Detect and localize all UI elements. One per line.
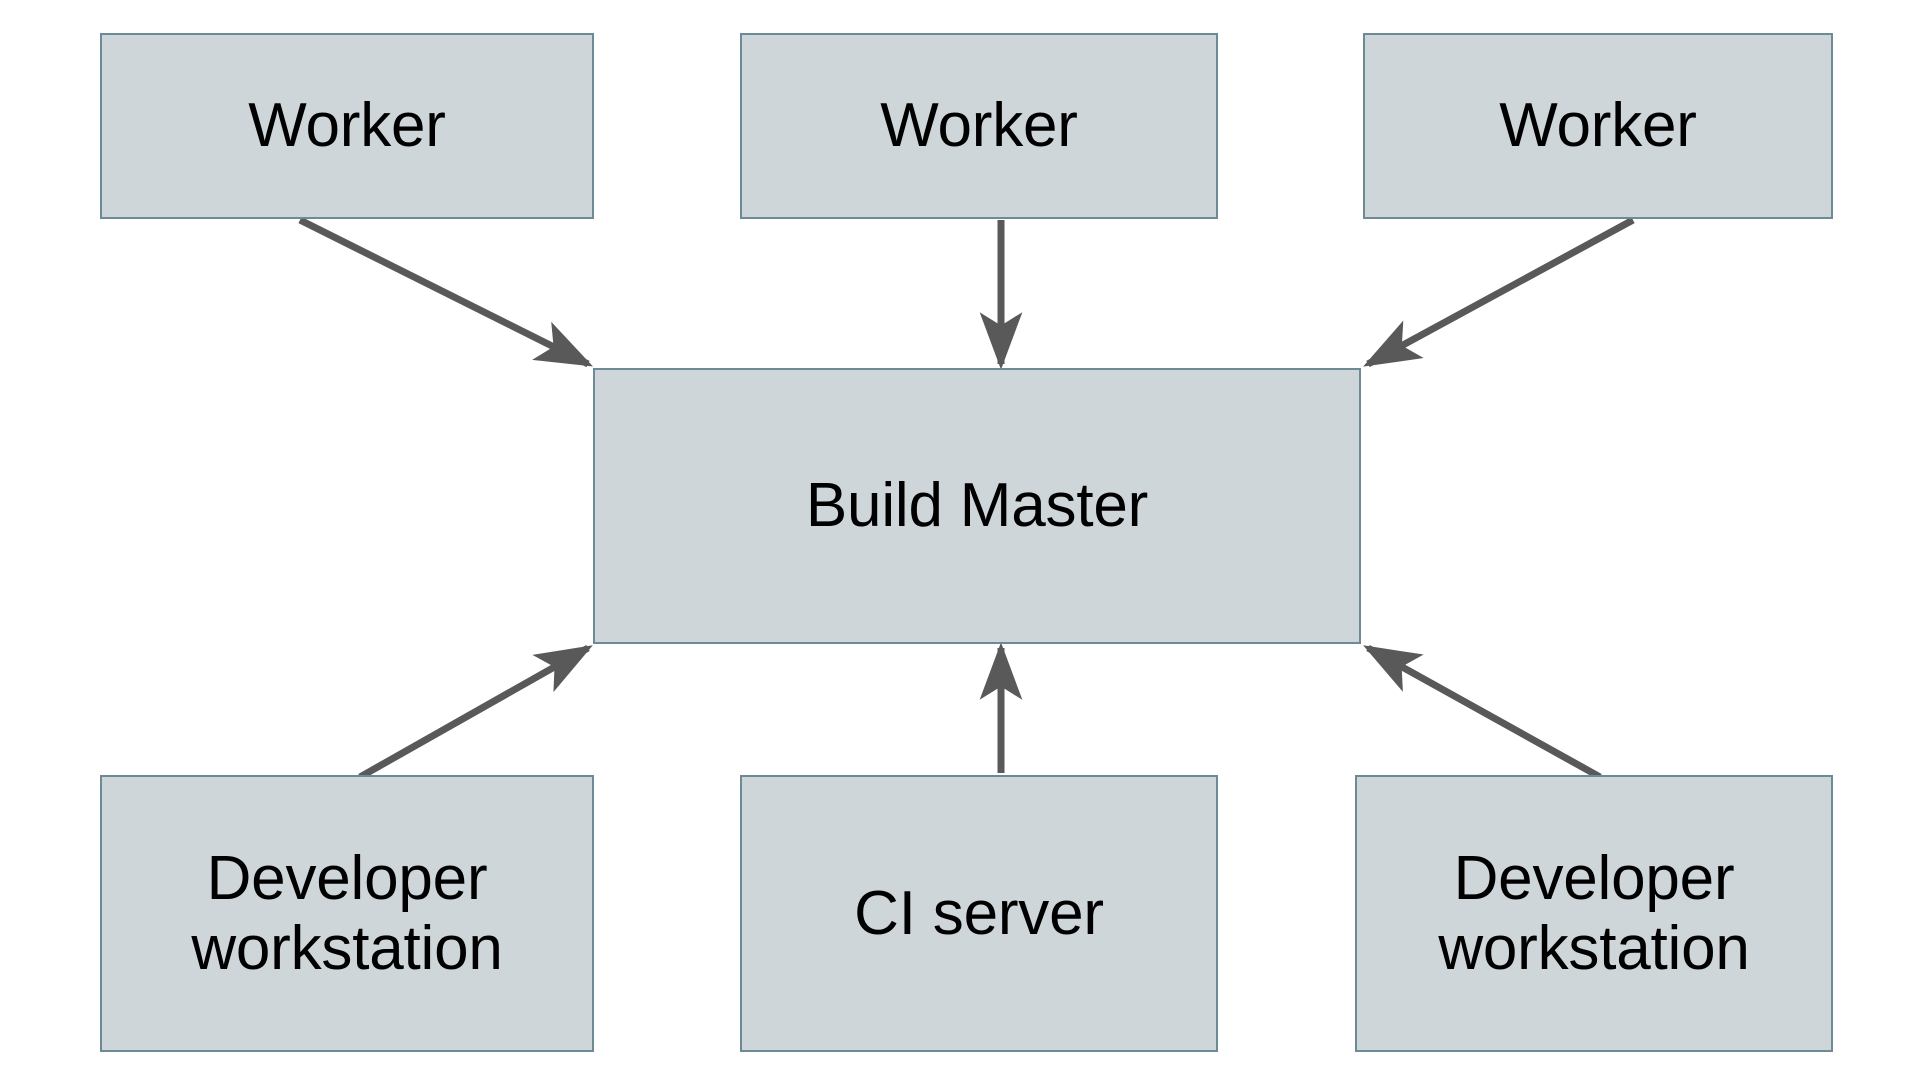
node-build-master-label: Build Master bbox=[805, 471, 1149, 541]
node-worker-2-label: Worker bbox=[880, 91, 1078, 161]
node-developer-workstation-left-label: Developer workstation bbox=[191, 844, 503, 983]
edge-dev-left-to-master bbox=[358, 644, 593, 781]
edge-worker-1-to-master bbox=[298, 216, 594, 368]
node-worker-2[interactable]: Worker bbox=[740, 33, 1218, 219]
node-developer-workstation-left[interactable]: Developer workstation bbox=[100, 775, 594, 1052]
node-ci-server[interactable]: CI server bbox=[740, 775, 1218, 1052]
node-developer-workstation-right-label: Developer workstation bbox=[1438, 844, 1750, 983]
node-worker-1-label: Worker bbox=[248, 91, 446, 161]
edge-worker-3-to-master bbox=[1363, 216, 1635, 368]
node-worker-3[interactable]: Worker bbox=[1363, 33, 1833, 219]
node-ci-server-label: CI server bbox=[854, 878, 1104, 948]
edge-dev-right-to-master bbox=[1363, 644, 1602, 781]
node-developer-workstation-right[interactable]: Developer workstation bbox=[1355, 775, 1833, 1052]
node-worker-3-label: Worker bbox=[1499, 91, 1697, 161]
node-worker-1[interactable]: Worker bbox=[100, 33, 594, 219]
node-build-master[interactable]: Build Master bbox=[593, 368, 1361, 644]
